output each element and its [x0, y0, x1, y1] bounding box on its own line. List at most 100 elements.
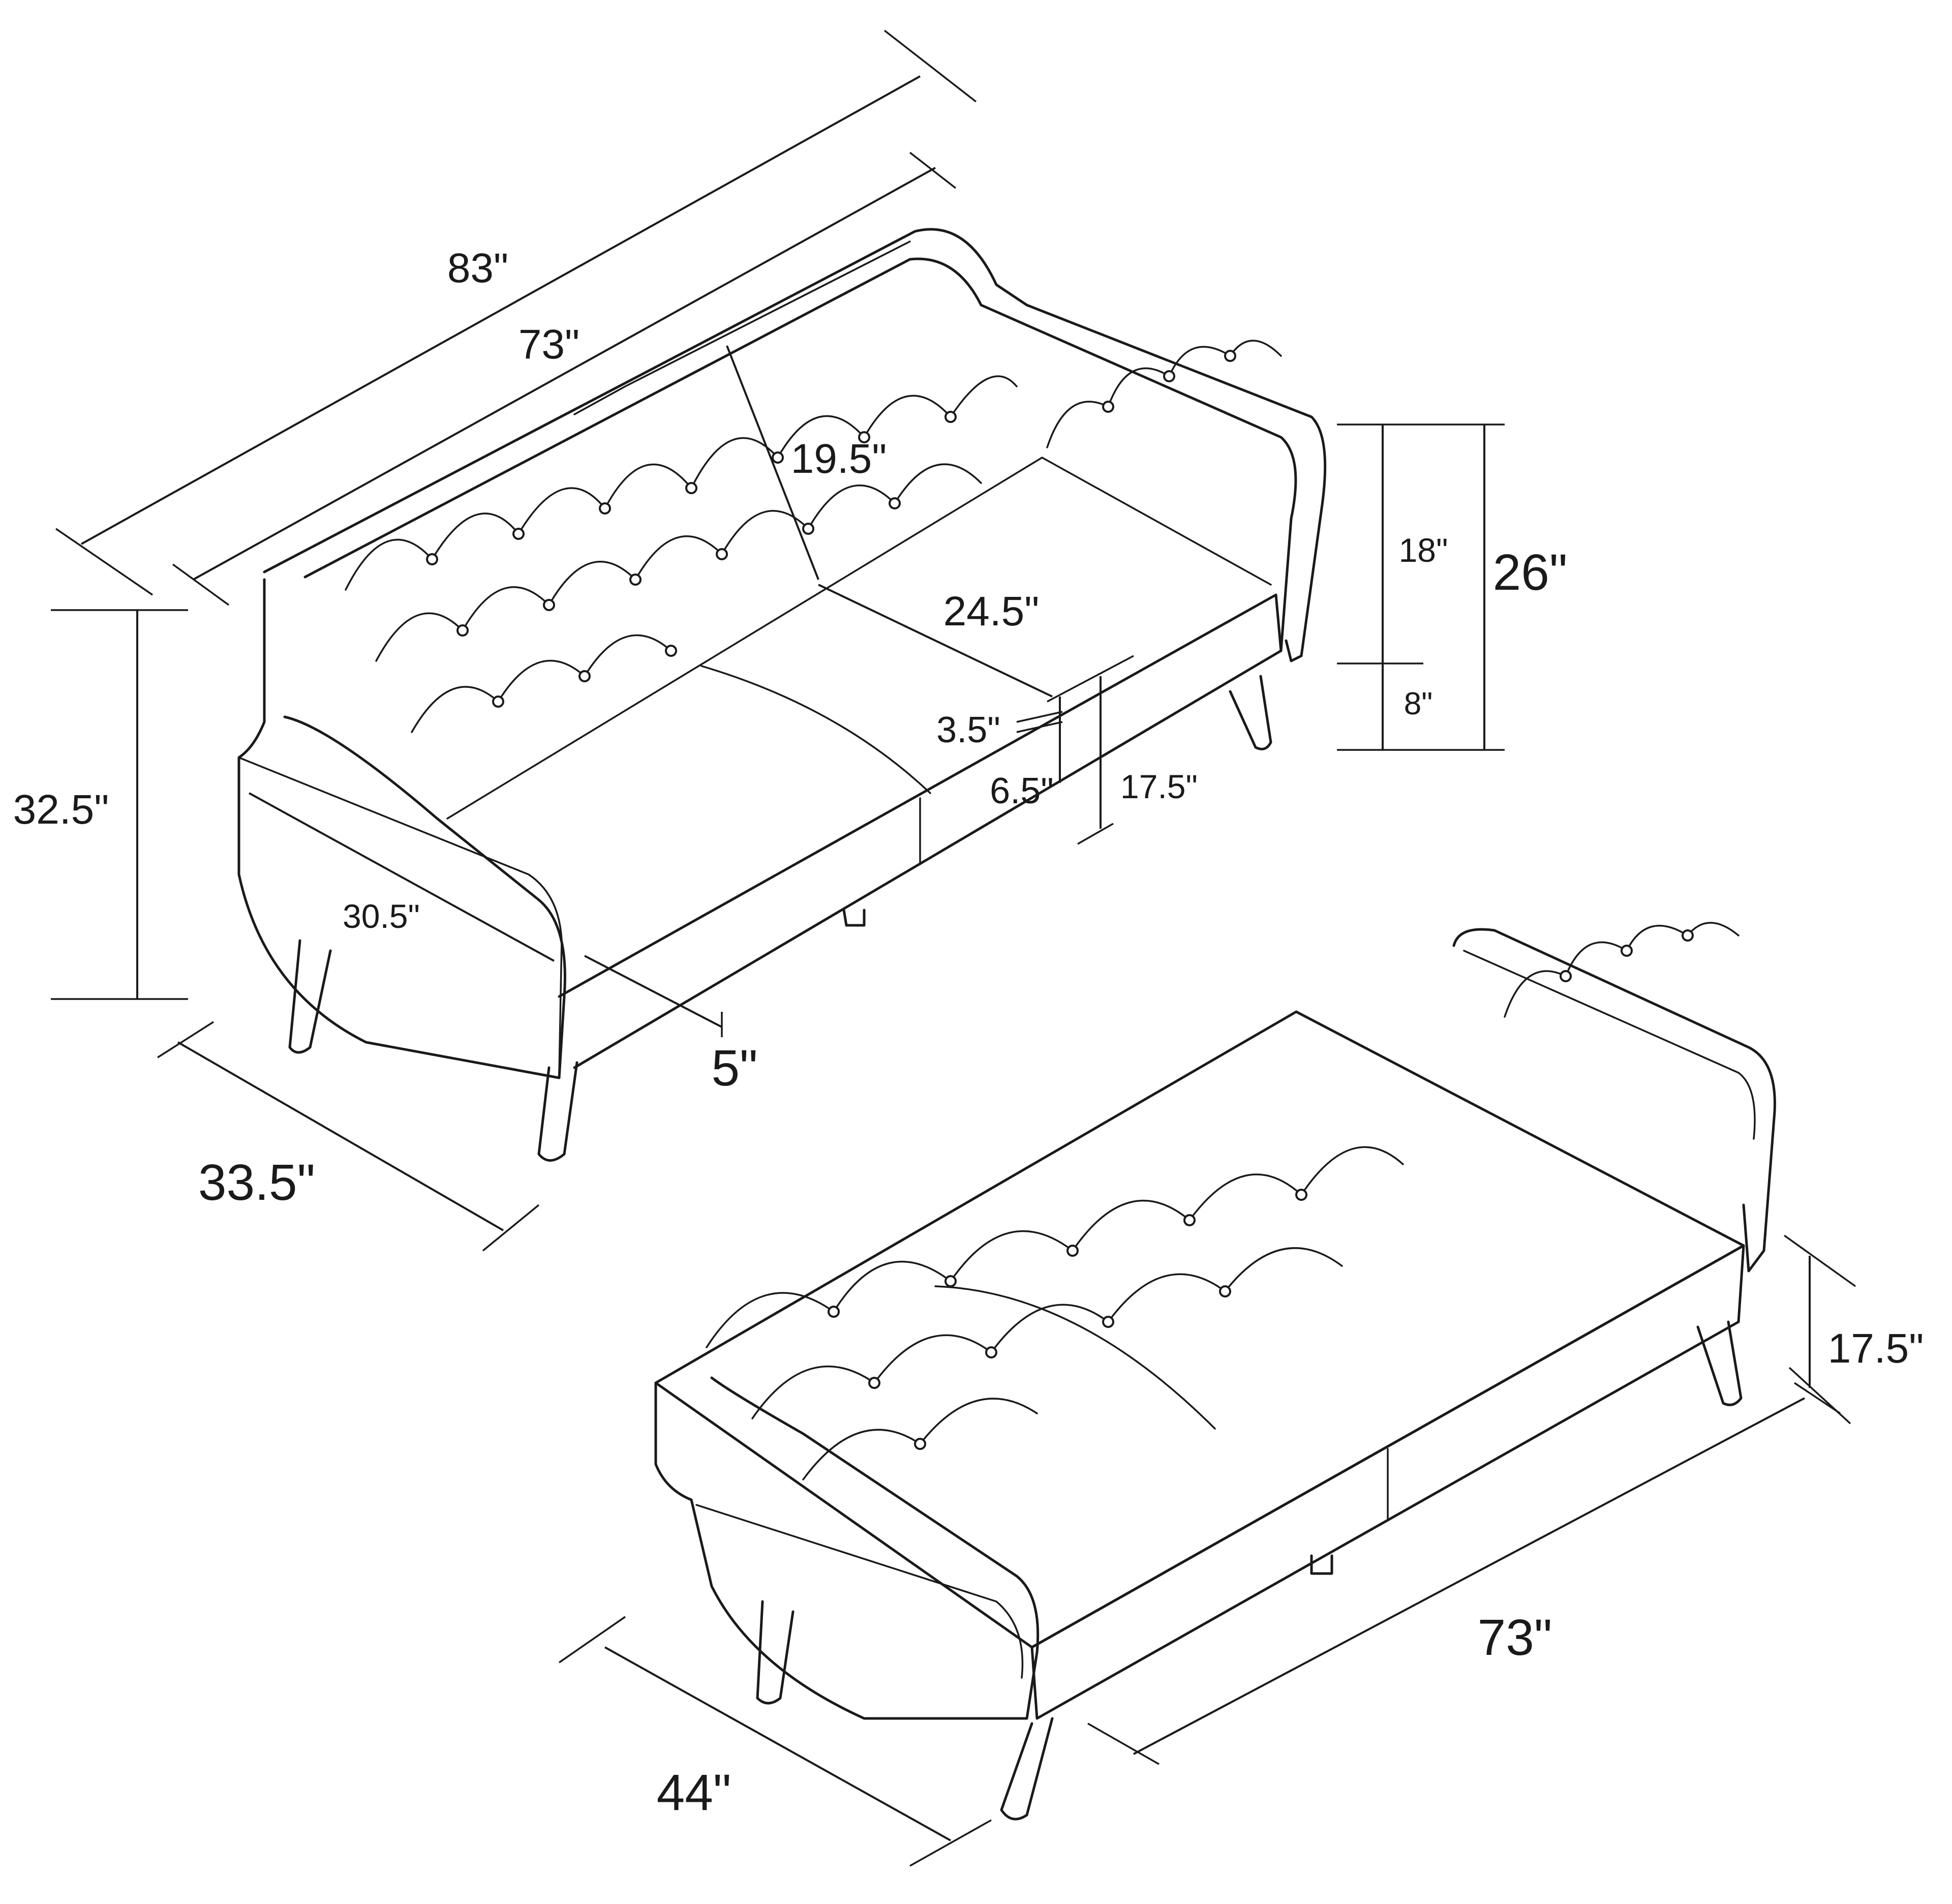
label-overall-height: 32.5": [13, 787, 109, 833]
bed-height-ext-bottom: [1794, 1382, 1841, 1414]
tuft-button: [1560, 970, 1572, 982]
overall-width-line: [81, 75, 921, 545]
label-bed-depth: 44": [657, 1764, 731, 1821]
seat-depth-line: [818, 584, 1053, 698]
label-seat-base: 6.5": [990, 771, 1054, 811]
left-arm-inner: [238, 757, 563, 1074]
label-seat-depth: 24.5": [943, 588, 1040, 634]
tuft-button: [578, 670, 591, 682]
label-overall-width: 83": [447, 245, 508, 291]
tuft-button: [1682, 929, 1694, 942]
tuft-button: [1183, 1214, 1196, 1226]
tuft-button: [889, 497, 901, 509]
tuft-button: [868, 1377, 880, 1389]
sofa-leg-back-right: [1229, 675, 1272, 750]
tuft-button: [772, 451, 784, 464]
sofa-back-frame: [263, 228, 1327, 662]
back-height-line: [726, 345, 819, 580]
tuft-buttons: [426, 411, 957, 708]
tuft-button: [828, 1306, 840, 1318]
bed-length-ext-right: [1788, 1367, 1851, 1425]
bed-dimension-lines: [559, 1234, 1856, 1867]
seat-depth-ext: [1047, 655, 1134, 703]
tuft-button: [858, 431, 870, 443]
bed-length-ext-left: [1087, 1722, 1160, 1765]
bed-seam-mid: [934, 1285, 1216, 1430]
arm-profile-dimensions: [1337, 424, 1505, 751]
seat-width-ext-left: [172, 563, 230, 606]
back-top-seam: [573, 240, 911, 415]
seat-width-line: [193, 167, 936, 581]
tuft-button: [1102, 401, 1114, 413]
bed-left-arm: [654, 1376, 1040, 1720]
seat-cushion-top: [446, 456, 1272, 820]
label-arm-depth: 30.5": [343, 897, 420, 935]
seat-divider-1: [700, 665, 931, 794]
bed-mode-drawing: [654, 922, 1776, 1821]
tuft-button: [716, 548, 728, 560]
overall-width-ext-right: [883, 29, 977, 103]
bed-leg-back-right: [1696, 1320, 1743, 1406]
tuft-button: [599, 502, 611, 515]
tuft-button: [456, 624, 469, 637]
upright-sofa-drawing: [237, 228, 1327, 1162]
dimension-labels: 83" 73" 19.5" 24.5" 3.5" 6.5" 17.5" 32.5…: [13, 245, 1924, 1821]
bed-leg-front-right: [1000, 1717, 1054, 1821]
tuft-button: [944, 411, 957, 423]
seat-height-ext: [1077, 823, 1114, 845]
tuft-button: [1066, 1245, 1079, 1257]
label-arm-total-height: 26": [1493, 544, 1568, 601]
sofa-leg-back-mid: [842, 909, 866, 927]
tuft-button: [685, 482, 697, 494]
bed-arm-tufting: [1504, 922, 1740, 1018]
bed-height-ext-top: [1783, 1234, 1856, 1287]
tuft-button: [492, 696, 504, 708]
bed-depth-ext-right: [909, 1819, 992, 1867]
overall-width-ext-left: [55, 528, 153, 596]
bed-left-arm-inner: [695, 1504, 1024, 1679]
label-leg-clearance: 5": [711, 1040, 757, 1097]
tuft-button: [1102, 1316, 1114, 1328]
tuft-button: [944, 1275, 957, 1287]
tuft-button: [914, 1438, 926, 1450]
tuft-button: [629, 573, 642, 586]
tuft-button: [1621, 945, 1633, 957]
seat-cushion-tick: [1016, 711, 1063, 723]
seat-cushion-tick2: [1016, 721, 1063, 733]
tuft-button: [543, 599, 555, 611]
label-bed-length: 73": [1478, 1609, 1552, 1666]
label-overall-depth: 33.5": [198, 1154, 315, 1211]
bed-length-line: [1133, 1397, 1805, 1755]
overall-depth-line: [177, 1041, 504, 1231]
label-arm-leg-height: 8": [1404, 686, 1433, 721]
tuft-button: [1224, 350, 1236, 362]
tuft-button: [985, 1346, 997, 1358]
label-back-height: 19.5": [791, 436, 887, 482]
sofa-leg-front-left: [288, 939, 332, 1054]
left-arm: [237, 578, 566, 1079]
tuft-button: [1295, 1189, 1307, 1201]
overall-depth-ext-left: [157, 1021, 214, 1059]
right-arm-tufting: [1046, 340, 1282, 448]
tuft-button: [512, 528, 525, 540]
sofa-back-inner: [303, 257, 1297, 652]
bed-leg-back-mid: [1310, 1554, 1333, 1575]
label-seat-cushion: 3.5": [936, 710, 1000, 750]
overall-depth-ext-right: [482, 1204, 540, 1252]
bed-leg-front-left: [756, 1600, 795, 1705]
label-arm-upper-height: 18": [1399, 531, 1448, 569]
tuft-button: [1219, 1285, 1231, 1297]
tuft-button: [426, 553, 438, 565]
tufting-back: [345, 375, 1018, 733]
bed-right-arm-inner: [1463, 950, 1756, 1140]
bed-front-face: [1030, 1244, 1745, 1720]
seat-width-ext-right: [909, 152, 957, 189]
bed-depth-line: [604, 1646, 951, 1841]
leg-clearance-line: [584, 955, 722, 1028]
tuft-button: [665, 645, 677, 657]
label-seat-width: 73": [518, 321, 580, 368]
upright-dimension-lines: [51, 29, 1134, 1252]
label-bed-height: 17.5": [1828, 1325, 1924, 1372]
